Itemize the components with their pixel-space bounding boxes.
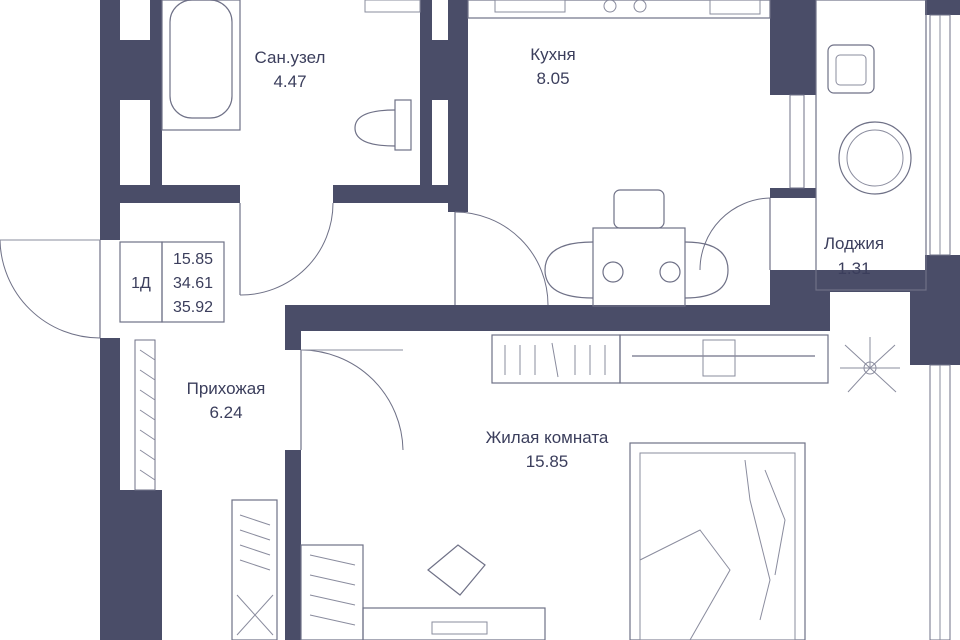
wall-bath-bottom-right: [333, 185, 460, 203]
shaft-right: [420, 40, 468, 100]
tv-unit: [619, 334, 829, 384]
living-area: 15.85: [526, 452, 569, 471]
desk-chair-icon: [427, 544, 486, 596]
wall-right-corner: [910, 292, 960, 365]
toilet-icon: [394, 99, 412, 151]
bathroom-furniture: [161, 0, 421, 151]
plate-icon: [602, 261, 624, 283]
apartment-type: 1Д: [131, 275, 151, 292]
wall-living-top-right: [770, 270, 830, 331]
hallway-name: Прихожая: [187, 379, 266, 398]
living-name: Жилая комната: [486, 428, 609, 447]
kitchen-name: Кухня: [530, 45, 576, 64]
bed-sheet: [639, 529, 731, 640]
apartment-info-box: [119, 241, 225, 323]
living-furniture: [300, 334, 900, 640]
hallway-furniture: [139, 349, 278, 640]
chair-left-icon: [544, 241, 594, 299]
living-area-value: 15.85: [173, 251, 213, 268]
stove-icon: [603, 0, 617, 13]
keyboard-icon: [431, 621, 488, 635]
sink-icon: [494, 0, 566, 13]
bed-icon: [629, 442, 806, 640]
wall-left-step: [120, 490, 162, 640]
window-hallway-wall: [134, 339, 156, 491]
shaft-left: [120, 40, 162, 100]
window-kitchen: [789, 94, 805, 189]
wall-living-left: [285, 450, 301, 640]
total-area-value: 34.61: [173, 275, 213, 292]
kitchen-furniture: [467, 0, 771, 307]
plant-icon: [840, 337, 900, 393]
wall-living-top: [285, 305, 830, 331]
person-sleeping: [744, 459, 786, 621]
shelf-unit: [491, 334, 621, 384]
walls: [100, 0, 960, 640]
chair-right-icon: [684, 241, 729, 299]
wall-living-left-upper: [285, 305, 301, 350]
wall-bath-right: [420, 0, 432, 203]
wall-kitchen-right: [770, 0, 816, 95]
tv-icon: [702, 339, 736, 377]
wall-left-upper: [100, 0, 120, 240]
total-with-loggia-value: 35.92: [173, 299, 213, 316]
loggia-table-icon: [838, 121, 912, 195]
wall-kitchen-left: [448, 0, 468, 212]
dining-table-icon: [592, 227, 686, 307]
kitchen-area: 8.05: [536, 69, 569, 88]
hallway-area: 6.24: [209, 403, 242, 422]
doors: [0, 197, 771, 451]
hallway-wardrobe-icon: [231, 499, 278, 640]
coat-rack-icon: [139, 349, 156, 481]
loggia-area: 1.31: [837, 259, 870, 278]
bathtub-icon: [161, 0, 241, 131]
wall-right-upper: [925, 0, 960, 15]
wall-bath-bottom: [100, 185, 240, 203]
bathroom-area: 4.47: [273, 72, 306, 91]
chair-top-icon: [613, 189, 665, 229]
desk-icon: [362, 607, 546, 640]
loggia-name: Лоджия: [824, 234, 884, 253]
wall-kitchen-right-lower: [770, 188, 816, 198]
bathroom-name: Сан.узел: [255, 48, 326, 67]
fridge-icon: [709, 0, 761, 15]
wardrobe-icon: [300, 544, 364, 640]
loggia-chair-icon: [827, 44, 875, 94]
wall-left-lower: [100, 338, 120, 640]
windows: [134, 14, 951, 640]
kitchen-counter: [467, 0, 771, 19]
loggia-area: [815, 0, 927, 291]
